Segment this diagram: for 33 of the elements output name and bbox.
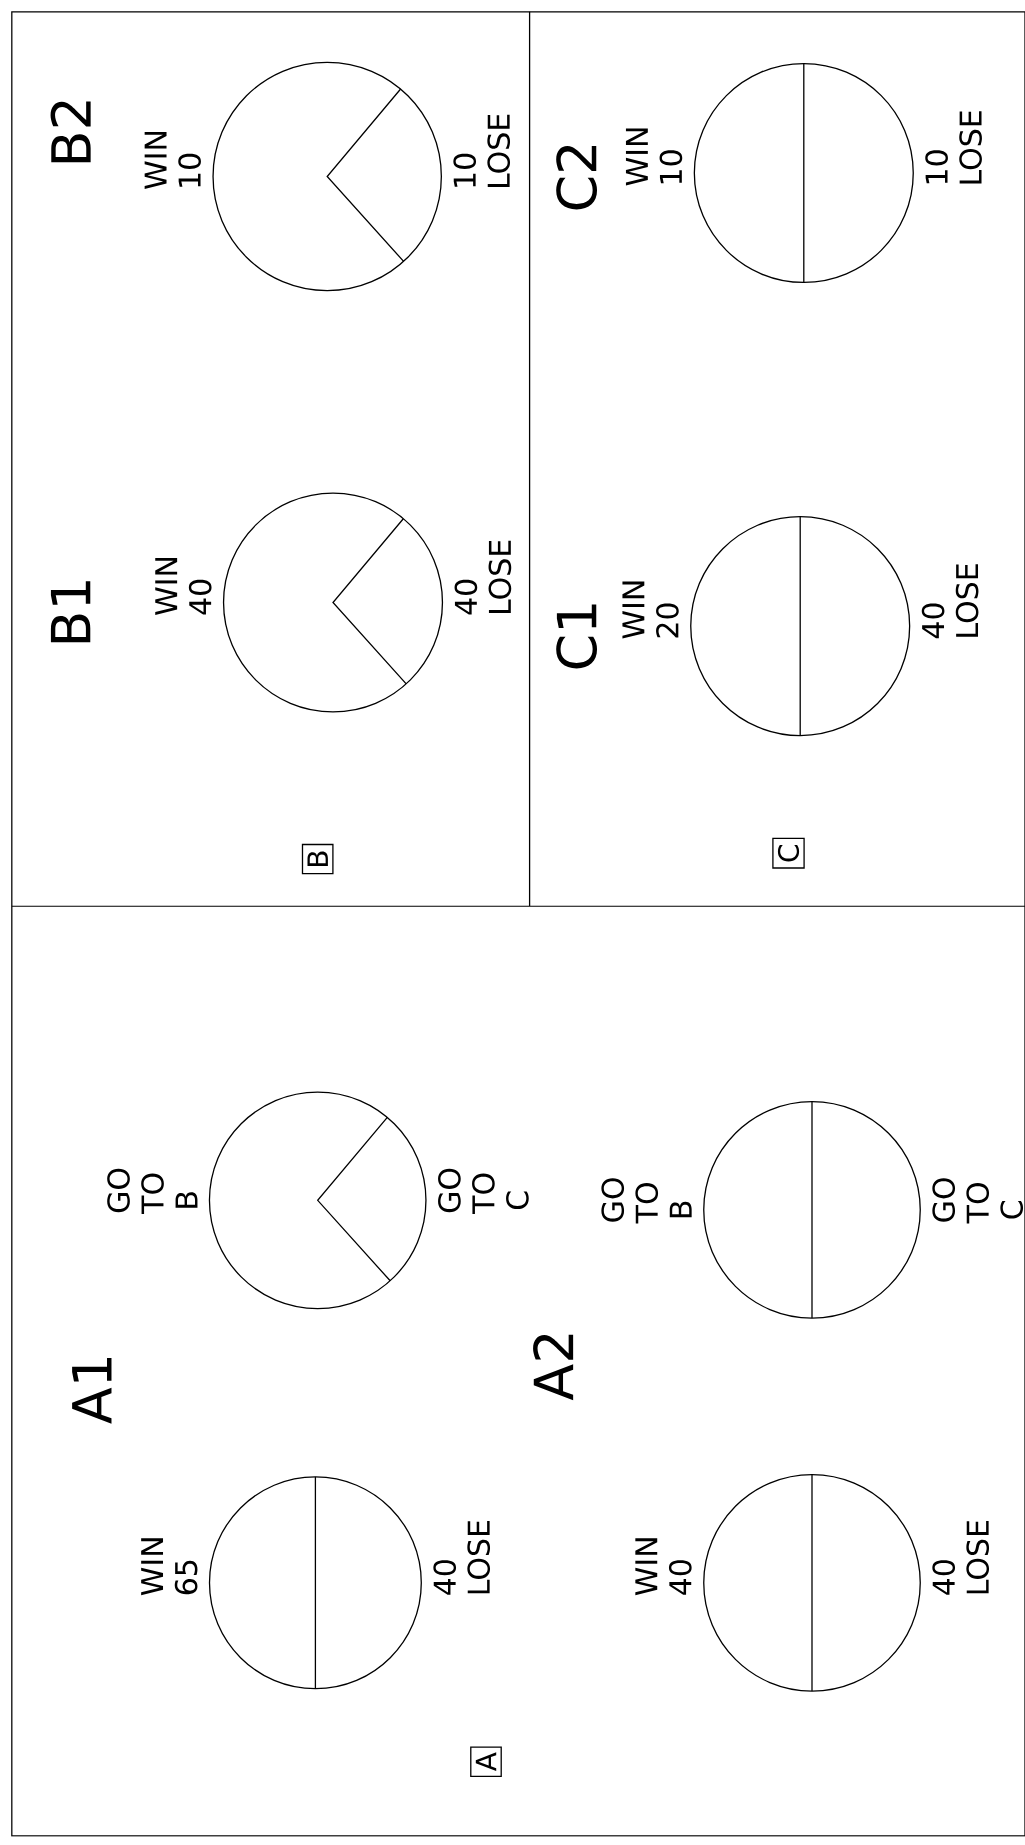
- spinner-label: WIN 20: [622, 581, 679, 639]
- spinner: [208, 1091, 427, 1310]
- panel-letter-box: C: [772, 837, 805, 869]
- spinner-label: GO TO B: [107, 1168, 198, 1214]
- spinner: [690, 516, 911, 737]
- spinner: [208, 1476, 422, 1690]
- spinner-label: 10 LOSE: [453, 114, 511, 188]
- spinner: [703, 1100, 921, 1319]
- spinner-title: A1: [72, 1357, 112, 1424]
- spinner-label: GO TO B: [601, 1178, 692, 1224]
- spinner-title: B1: [50, 581, 91, 643]
- spinner-label: GO TO C: [932, 1178, 1024, 1224]
- panel-letter-box: A: [470, 1746, 502, 1777]
- spinner-title: A2: [533, 1334, 574, 1401]
- spinner-title: C1: [556, 604, 597, 669]
- spinner-title: B2: [50, 101, 91, 163]
- spinner-label: 10 LOSE: [925, 111, 982, 184]
- spinner: [222, 492, 444, 713]
- spinner-label: 40 LOSE: [932, 1520, 990, 1595]
- spinner-label: WIN 40: [635, 1538, 692, 1596]
- spinner-title: C2: [556, 145, 597, 210]
- spinner-label: 40 LOSE: [921, 564, 979, 639]
- spinner-label: WIN 10: [625, 128, 683, 186]
- spinner-label: WIN 10: [144, 132, 201, 189]
- panel-letter-box: B: [301, 843, 334, 875]
- spinner-label: 40 LOSE: [433, 1520, 491, 1595]
- spinner-label: WIN 65: [141, 1538, 198, 1596]
- spinner: [693, 62, 914, 284]
- spinner-label: WIN 40: [155, 558, 212, 615]
- spinner-label: GO TO C: [438, 1168, 529, 1214]
- spinner: [703, 1473, 921, 1692]
- spinner: [212, 61, 442, 292]
- spinner-label: 40 LOSE: [454, 540, 512, 615]
